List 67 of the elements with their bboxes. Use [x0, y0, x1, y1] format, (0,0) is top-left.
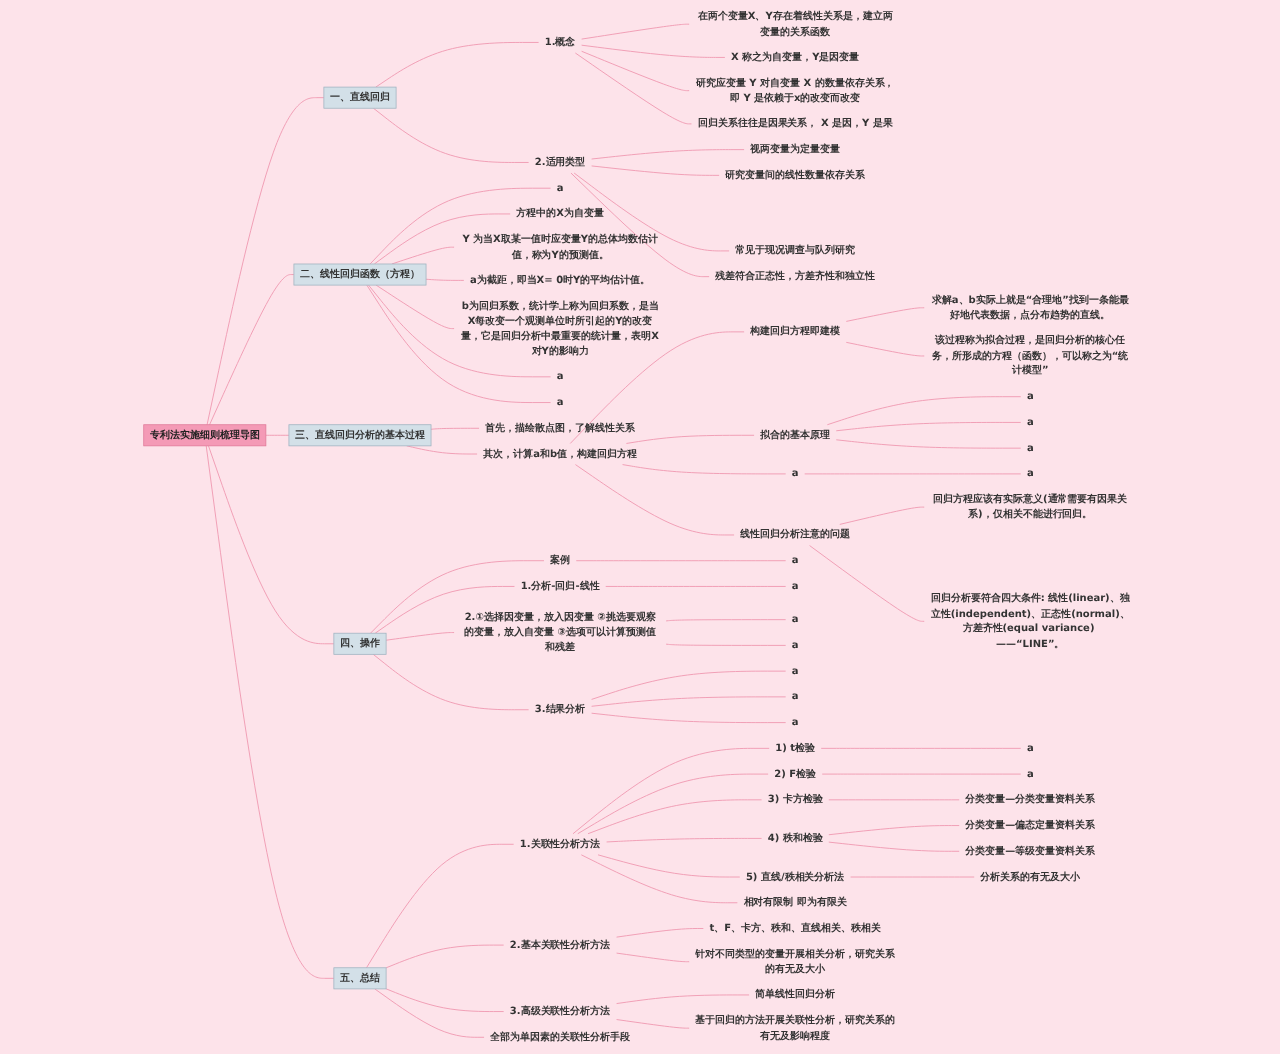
connector: [430, 427, 480, 430]
connector: [372, 653, 530, 711]
connector: [622, 464, 787, 475]
connector: [385, 944, 505, 969]
connector: [587, 799, 762, 835]
connector: [835, 421, 1022, 432]
connector: [366, 843, 515, 969]
connector: [839, 506, 925, 525]
connector: [581, 50, 690, 92]
connector: [616, 952, 690, 963]
connector: [369, 187, 552, 265]
connector: [826, 396, 1022, 426]
connector: [574, 52, 692, 125]
connector: [209, 274, 295, 426]
connector: [828, 841, 960, 852]
connector: [575, 464, 735, 536]
connector: [591, 670, 787, 700]
connector: [606, 837, 762, 843]
connector: [581, 44, 726, 58]
connector: [591, 712, 787, 724]
connector: [845, 341, 925, 357]
connector: [597, 854, 741, 878]
connector: [835, 439, 1022, 449]
connector: [605, 586, 787, 587]
connector: [616, 928, 704, 938]
connector: [577, 773, 769, 835]
connector: [616, 1019, 690, 1029]
connector: [591, 696, 787, 707]
connector: [206, 97, 325, 426]
connector: [809, 545, 925, 622]
connector: [406, 445, 478, 455]
connector: [375, 42, 540, 88]
connector: [370, 560, 545, 634]
connector: [804, 473, 1022, 475]
connector: [845, 307, 925, 322]
connector: [375, 284, 455, 330]
connector: [821, 773, 1022, 775]
connector: [570, 172, 710, 278]
connector: [374, 586, 515, 634]
connector: [580, 854, 738, 904]
connector: [373, 107, 530, 163]
connector: [205, 445, 335, 979]
connector: [391, 246, 455, 265]
connector: [368, 284, 552, 378]
connector: [572, 747, 770, 835]
connector: [373, 213, 511, 265]
connector: [820, 747, 1022, 749]
connector: [265, 434, 290, 436]
connector: [828, 799, 960, 801]
connector: [208, 445, 335, 645]
connector: [828, 825, 960, 836]
connector: [665, 619, 787, 622]
connector: [665, 643, 787, 646]
connector: [616, 994, 750, 1005]
connector: [591, 165, 720, 176]
connector: [569, 331, 745, 444]
connector: [573, 172, 730, 252]
connector: [850, 876, 975, 878]
connector: [591, 149, 745, 160]
connector: [625, 434, 755, 444]
connector: [374, 988, 485, 1038]
connector: [366, 284, 552, 403]
connector: [425, 278, 465, 281]
connector: [575, 560, 787, 562]
connector: [385, 988, 505, 1012]
connector: [581, 23, 690, 40]
connector: [385, 632, 455, 641]
